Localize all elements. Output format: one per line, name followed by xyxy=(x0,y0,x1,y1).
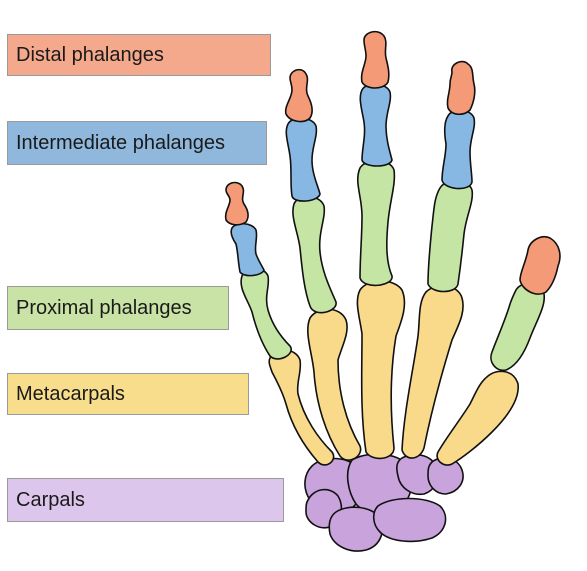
metacarpal-thumb xyxy=(436,370,519,466)
carpal-bone xyxy=(372,497,447,543)
distal-phalanx-little xyxy=(224,181,249,226)
intermediate-phalanges xyxy=(230,83,476,277)
label-intermediate-phalanges-text: Intermediate phalanges xyxy=(16,131,226,154)
intermediate-phalanx-middle xyxy=(359,83,393,167)
proximal-phalanges xyxy=(240,159,546,372)
label-proximal-phalanges: Proximal phalanges xyxy=(7,286,229,330)
proximal-phalanx-ring xyxy=(292,195,337,314)
label-metacarpals: Metacarpals xyxy=(7,373,249,415)
proximal-phalanx-index xyxy=(427,179,474,293)
metacarpal-ring xyxy=(307,308,362,461)
distal-phalanx-thumb xyxy=(519,235,561,295)
label-distal-phalanges: Distal phalanges xyxy=(7,34,271,76)
label-metacarpals-text: Metacarpals xyxy=(16,382,125,405)
distal-phalanx-index xyxy=(446,60,476,116)
distal-phalanges xyxy=(224,30,561,295)
distal-phalanx-ring xyxy=(284,68,313,123)
metacarpal-middle xyxy=(356,280,406,460)
label-intermediate-phalanges: Intermediate phalanges xyxy=(7,121,267,165)
carpal-bones xyxy=(304,453,464,552)
label-carpals: Carpals xyxy=(7,478,284,522)
intermediate-phalanx-ring xyxy=(285,117,321,202)
metacarpal-little xyxy=(268,349,335,466)
intermediate-phalanx-little xyxy=(230,222,265,277)
carpal-bone xyxy=(396,453,439,496)
proximal-phalanx-thumb xyxy=(490,282,546,372)
label-distal-phalanges-text: Distal phalanges xyxy=(16,43,164,66)
carpal-bone xyxy=(328,506,384,552)
metacarpal-index xyxy=(401,285,464,459)
proximal-phalanx-little xyxy=(240,267,292,360)
distal-phalanx-middle xyxy=(360,30,390,89)
intermediate-phalanx-index xyxy=(441,109,476,190)
label-carpals-text: Carpals xyxy=(16,488,85,511)
metacarpal-bones xyxy=(268,280,519,466)
proximal-phalanx-middle xyxy=(356,159,396,287)
label-proximal-phalanges-text: Proximal phalanges xyxy=(16,296,192,319)
